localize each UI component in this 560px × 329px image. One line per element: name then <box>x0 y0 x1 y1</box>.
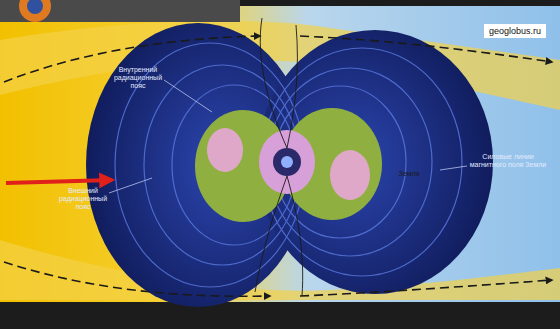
watermark: geoglobus.ru <box>484 24 546 38</box>
belt-label: Внешний радиационный пояс <box>57 187 109 211</box>
field-line-label: Силовые линии магнитного поля Земли <box>468 153 548 169</box>
earth-label: Земля <box>392 170 426 178</box>
belt-label: Внутренний радиационный пояс <box>112 66 164 90</box>
